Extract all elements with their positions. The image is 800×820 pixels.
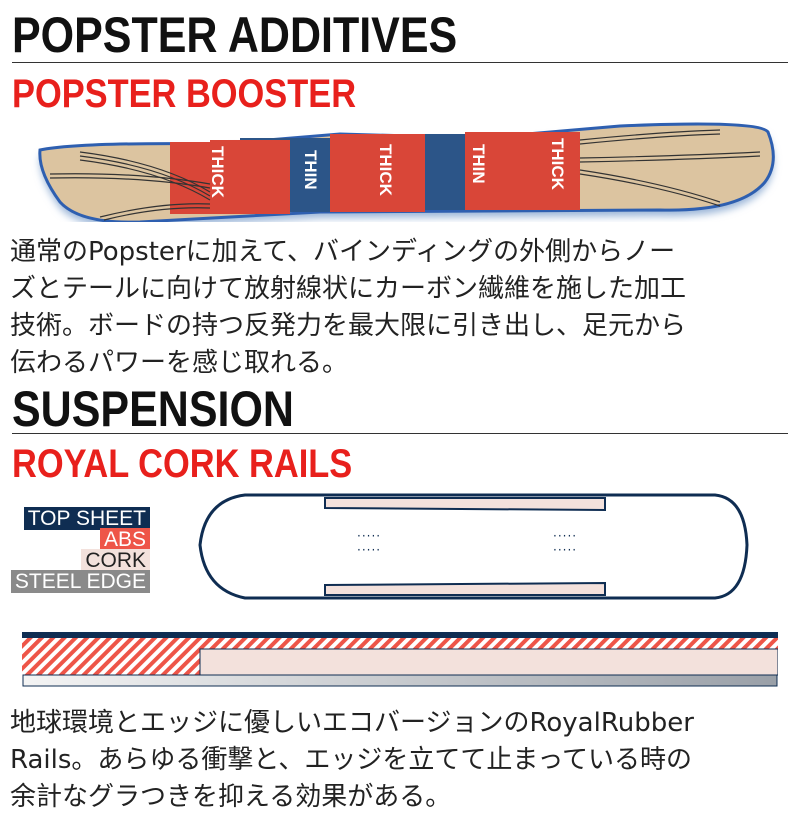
popster-booster-board-illustration: THICK THIN THICK THIN THICK <box>38 122 775 222</box>
svg-text:·····: ····· <box>357 543 381 557</box>
svg-text:·····: ····· <box>553 543 577 557</box>
text-line: 技術。ボードの持つ反発力を最大限に引き出し、足元から <box>10 311 687 341</box>
board-label-thin: THIN <box>301 150 320 190</box>
text-line: ズとテールに向けて放射線状にカーボン繊維を施した加工 <box>10 274 687 304</box>
rail-cross-section <box>22 632 778 687</box>
legend-steel-edge: STEEL EDGE <box>10 570 150 593</box>
text-line: 地球環境とエッジに優しいエコバージョンのRoyalRubber <box>10 708 694 738</box>
text-line: 伝わるパワーを感じ取れる。 <box>10 348 349 378</box>
royal-cork-board-outline: ·········· ·········· <box>198 493 749 600</box>
board-label-thick: THICK <box>208 146 227 199</box>
subtitle-royal-cork-rails: ROYAL CORK RAILS <box>12 442 353 486</box>
royal-cork-rails-description: 地球環境とエッジに優しいエコバージョンのRoyalRubber Rails。あら… <box>10 705 795 816</box>
text-line: Rails。あらゆる衝撃と、エッジを立てて止まっている時の <box>10 745 693 775</box>
text-line: 通常のPopsterに加えて、バインディングの外側からノー <box>10 237 676 267</box>
svg-text:·····: ····· <box>357 529 381 543</box>
board-label-thin: THIN <box>469 144 488 184</box>
divider <box>12 62 788 63</box>
divider <box>12 433 788 434</box>
text-line: 余計なグラつきを抑える効果がある。 <box>10 782 452 812</box>
subtitle-popster-booster: POPSTER BOOSTER <box>12 72 357 116</box>
board-label-thick: THICK <box>376 144 395 197</box>
legend-top-sheet: TOP SHEET <box>23 507 150 530</box>
section-title-popster-additives: POPSTER ADDITIVES <box>12 7 458 63</box>
popster-booster-description: 通常のPopsterに加えて、バインディングの外側からノー ズとテールに向けて放… <box>10 234 795 382</box>
board-label-thick: THICK <box>548 138 567 191</box>
section-title-suspension: SUSPENSION <box>12 381 294 437</box>
legend-abs: ABS <box>99 528 150 551</box>
legend-cork: CORK <box>81 549 150 572</box>
svg-text:·····: ····· <box>553 529 577 543</box>
